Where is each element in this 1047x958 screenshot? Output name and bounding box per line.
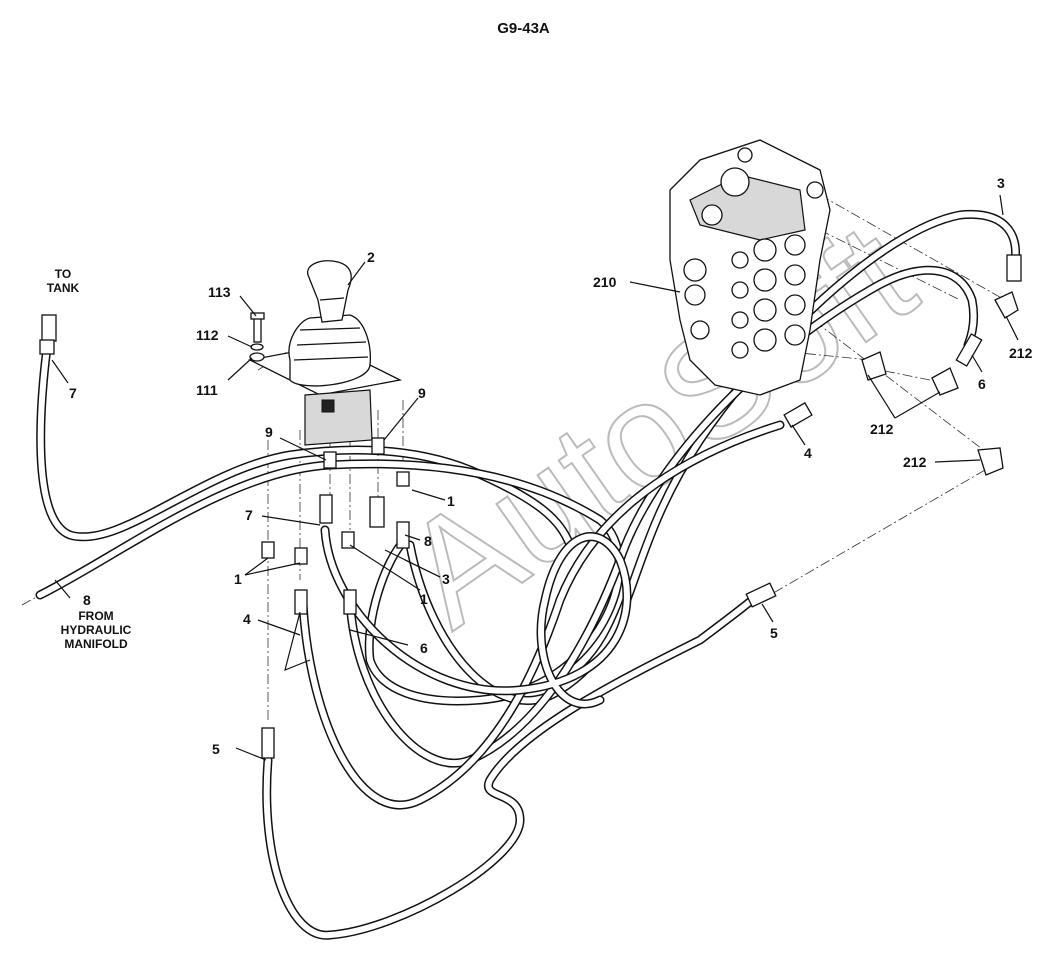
callout-113: 113 <box>208 284 231 300</box>
callout-5-left: 5 <box>212 741 220 757</box>
callout-8-left: 8 <box>83 592 91 608</box>
callout-1-left: 1 <box>234 571 242 587</box>
diagram-title: G9-43A <box>497 20 550 37</box>
leader-lines <box>51 194 1019 761</box>
callout-4-right: 4 <box>804 445 812 461</box>
callout-111: 111 <box>196 382 218 398</box>
hoses <box>35 209 1021 940</box>
callout-212-a: 212 <box>1009 345 1033 361</box>
note-from-hydraulic-manifold: FROM HYDRAULIC MANIFOLD <box>61 609 132 651</box>
valve-spools <box>683 147 824 359</box>
mounting-hardware <box>249 312 265 362</box>
callout-1-right: 1 <box>447 493 455 509</box>
right-fittings <box>745 254 1022 608</box>
callout-8-mid: 8 <box>424 533 432 549</box>
svg-text:MANIFOLD: MANIFOLD <box>64 637 128 651</box>
callout-4-left: 4 <box>243 611 251 627</box>
callout-7-left: 7 <box>69 385 77 401</box>
callout-5-right: 5 <box>770 625 778 641</box>
control-valve-bank <box>669 139 831 396</box>
callout-3-right: 3 <box>997 175 1005 191</box>
callout-9-right: 9 <box>418 385 426 401</box>
callouts: 2 113 112 111 9 9 7 7 1 8 1 3 1 8 4 6 5 … <box>69 175 1033 757</box>
svg-text:HYDRAULIC: HYDRAULIC <box>61 623 132 637</box>
callout-212-b: 212 <box>870 421 894 437</box>
callout-112: 112 <box>196 327 219 343</box>
callout-6-right: 6 <box>978 376 986 392</box>
callout-2: 2 <box>367 249 375 265</box>
watermark: AutoSoft <box>374 190 942 658</box>
svg-text:TANK: TANK <box>47 281 80 295</box>
joystick-pilot-valve <box>247 260 403 446</box>
svg-text:TO: TO <box>55 267 71 281</box>
callout-7-mid: 7 <box>245 507 253 523</box>
callout-210: 210 <box>593 274 617 290</box>
valve-fittings <box>39 314 410 759</box>
callout-9-left: 9 <box>265 424 273 440</box>
callout-3-mid: 3 <box>442 571 450 587</box>
callout-1-mid: 1 <box>420 591 428 607</box>
callout-212-c: 212 <box>903 454 927 470</box>
svg-text:FROM: FROM <box>78 609 113 623</box>
note-to-tank: TO TANK <box>47 267 80 295</box>
callout-6-mid: 6 <box>420 640 428 656</box>
